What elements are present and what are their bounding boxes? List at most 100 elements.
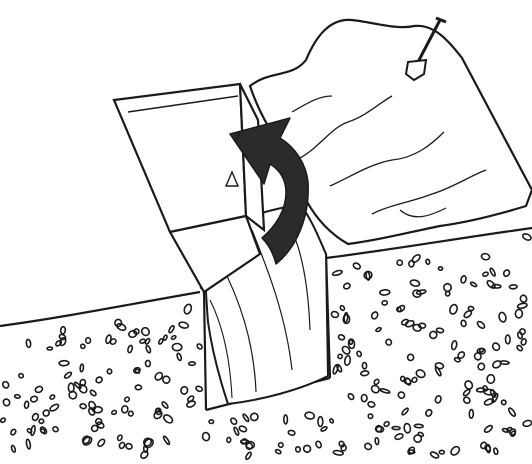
gravel-stone [373, 379, 379, 386]
gravel-stone [401, 407, 409, 415]
gravel-stone [135, 385, 141, 390]
gravel-stone [278, 442, 284, 448]
gravel-stone [140, 326, 150, 337]
gravel-stone [80, 364, 84, 372]
gravel-stone [522, 233, 532, 242]
gravel-stone [47, 347, 53, 350]
gravel-stone [352, 262, 361, 270]
gravel-stone [318, 417, 323, 427]
gravel-stone [180, 386, 188, 395]
gravel-stone [343, 282, 351, 290]
gravel-stone [407, 354, 414, 361]
gravel-stone [121, 405, 128, 413]
gravel-stone [414, 424, 423, 428]
gravel-stone [493, 448, 498, 455]
gravel-stone [360, 370, 369, 376]
gravel-stone [481, 253, 490, 260]
gravel-stone [344, 355, 351, 365]
gravel-stone [230, 417, 238, 425]
gravel-stone [396, 259, 403, 266]
gravel-stone [163, 335, 168, 341]
gravel-stone [445, 291, 451, 297]
gravel-stone [118, 442, 125, 450]
gravel-stone [392, 426, 400, 429]
gravel-stone [477, 362, 486, 371]
gravel-stone [462, 396, 471, 405]
gravel-stone [409, 450, 416, 454]
gravel-stone [375, 327, 381, 332]
gravel-stone [463, 310, 473, 319]
gravel-stone [449, 445, 461, 457]
gravel-stone [31, 413, 39, 422]
gravel-stone [482, 271, 489, 277]
gravel-stone [125, 443, 133, 450]
gravel-stone [451, 340, 458, 350]
gravel-stone [14, 394, 20, 398]
gravel-stone [364, 442, 373, 450]
gravel-stone [476, 320, 485, 329]
gravel-stone [34, 385, 43, 393]
gravel-stone [501, 399, 507, 405]
gravel-stone [340, 305, 346, 311]
gravel-stone [435, 362, 444, 369]
gravel-stone [128, 330, 137, 338]
gravel-stone [470, 281, 477, 287]
gravel-stone [176, 353, 182, 361]
gravel-stone [462, 389, 471, 397]
gravel-stone [171, 335, 177, 340]
gravel-stone [415, 369, 426, 379]
gravel-stone [39, 419, 44, 424]
gravel-stone [338, 334, 346, 341]
gravel-stone [370, 384, 380, 394]
gravel-stone [0, 417, 6, 423]
gravel-stone [80, 403, 87, 409]
gravel-stone [338, 440, 345, 447]
gravel-stone [517, 303, 527, 309]
gravel-stone [161, 401, 169, 409]
gravel-stone [344, 313, 348, 323]
gravel-stone [24, 401, 29, 408]
gravel-stone [430, 451, 440, 459]
gravel-stone [436, 328, 444, 334]
gravel-stone [246, 443, 253, 450]
gravel-stone [26, 439, 31, 449]
gravel-stone [124, 396, 130, 402]
gravel-stone [434, 366, 441, 376]
gravel-stone [128, 411, 133, 417]
gravel-stone [522, 420, 532, 428]
gravel-stone [195, 385, 203, 392]
gravel-stone [460, 320, 466, 327]
gravel-stone [331, 311, 340, 319]
gravel-stone [49, 403, 60, 412]
gravel-stone [520, 294, 528, 302]
gravel-stone [30, 425, 36, 435]
gravel-stone [30, 395, 38, 402]
gravel-stone [178, 321, 189, 329]
gravel-stone [59, 361, 69, 366]
gravel-stone [385, 339, 392, 346]
gravel-stone [503, 269, 511, 277]
gravel-stone [172, 343, 182, 350]
gravel-stone [449, 304, 459, 315]
gravel-stone [509, 285, 517, 289]
gravel-stone [361, 394, 367, 401]
gravel-stone [117, 434, 123, 441]
gravel-stone [227, 437, 231, 442]
gravel-stone [487, 375, 495, 384]
gravel-stone [492, 284, 501, 288]
gravel-stone [469, 410, 473, 419]
gravel-stone [163, 435, 171, 445]
gravel-stone [382, 300, 388, 305]
gravel-stone [425, 409, 433, 418]
gravel-stone [80, 343, 86, 349]
gravel-stone [95, 376, 103, 384]
gravel-stone [2, 380, 10, 389]
gravel-stone [64, 371, 73, 379]
gravel-stone [368, 414, 373, 419]
gravel-stone [315, 440, 322, 448]
gravel-stone [410, 279, 421, 287]
gravel-stone [245, 451, 252, 460]
form-box-left-panel [114, 84, 246, 232]
gravel-stone [11, 445, 16, 453]
gravel-stone [295, 446, 301, 452]
